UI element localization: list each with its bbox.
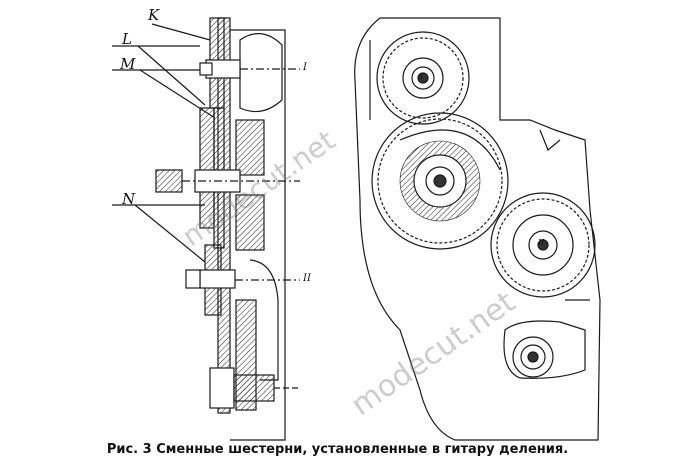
gear-center: [371, 112, 509, 250]
axis-label-i: I: [303, 62, 307, 73]
leader-k: [151, 23, 211, 41]
front-view: [354, 17, 601, 441]
nut-center: [155, 169, 183, 193]
lower-nut: [503, 320, 586, 379]
upper-hub: [239, 33, 283, 113]
housing-outline: [230, 29, 286, 441]
axis-label-ii-front: II: [538, 238, 545, 247]
sectional-view: [112, 17, 300, 441]
label-n: N: [122, 190, 136, 208]
axis-label-ii: II: [303, 273, 311, 284]
leader-l: [137, 45, 206, 106]
label-l: L: [122, 30, 132, 48]
housing-front: [354, 17, 601, 441]
gear-ii: [490, 192, 596, 298]
label-k: K: [148, 6, 160, 24]
label-m: M: [120, 55, 136, 73]
axis-label-i-front: I: [420, 72, 424, 81]
leader-n: [134, 204, 206, 263]
gear-i: [376, 31, 470, 125]
figure-caption: Рис. 3 Сменные шестерни, установленные в…: [106, 442, 569, 457]
